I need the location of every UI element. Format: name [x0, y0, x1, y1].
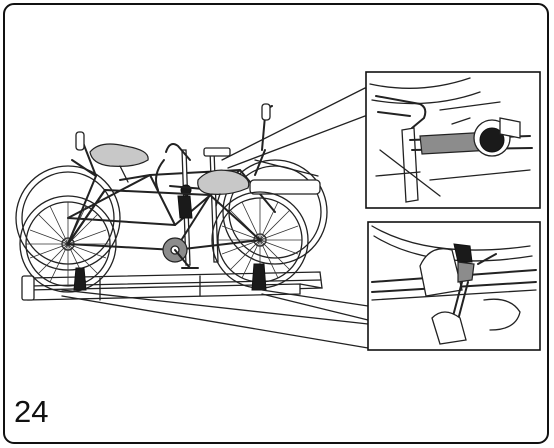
detail-wheel-strap — [367, 221, 541, 351]
step-number: 24 — [14, 394, 49, 429]
detail-frame-clamp — [365, 71, 541, 209]
front-bicycle — [19, 131, 309, 293]
rear-bicycle — [15, 103, 328, 271]
carrier-rail — [21, 271, 323, 301]
callout-leaders — [61, 87, 369, 349]
